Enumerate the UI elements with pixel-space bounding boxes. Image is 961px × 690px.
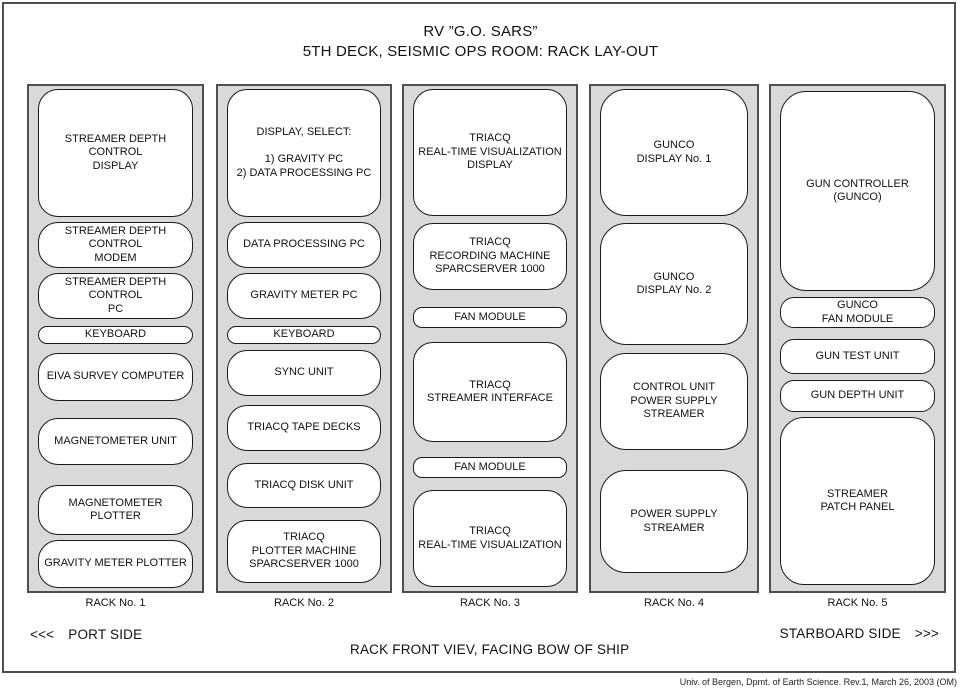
equipment-box-streamer-patch-panel: STREAMER PATCH PANEL bbox=[780, 417, 935, 585]
rack-panel-4: GUNCO DISPLAY No. 1 GUNCO DISPLAY No. 2 … bbox=[589, 84, 759, 593]
equipment-box-triacq-rt-visualization-display: TRIACQ REAL-TIME VISUALIZATION DISPLAY bbox=[413, 89, 567, 216]
equipment-box-fan-module-upper: FAN MODULE bbox=[413, 307, 567, 328]
port-text: PORT SIDE bbox=[68, 627, 143, 642]
rack-panel-1: STREAMER DEPTH CONTROL DISPLAY STREAMER … bbox=[27, 84, 204, 593]
rack-label-1: RACK No. 1 bbox=[85, 597, 146, 609]
equipment-box-keyboard-1: KEYBOARD bbox=[38, 326, 193, 344]
starboard-side-label: STARBOARD SIDE >>> bbox=[780, 626, 939, 641]
equipment-box-sync-unit: SYNC UNIT bbox=[227, 350, 381, 396]
equipment-box-gunco-display-1: GUNCO DISPLAY No. 1 bbox=[600, 89, 748, 216]
equipment-box-power-supply-streamer: POWER SUPPLY STREAMER bbox=[600, 470, 748, 573]
equipment-box-gunco-display-2: GUNCO DISPLAY No. 2 bbox=[600, 223, 748, 345]
equipment-box-magnetometer-plotter: MAGNETOMETER PLOTTER bbox=[38, 485, 193, 535]
equipment-box-gun-test-unit: GUN TEST UNIT bbox=[780, 339, 935, 374]
starboard-text: STARBOARD SIDE bbox=[779, 626, 901, 641]
port-side-label: <<< PORT SIDE bbox=[30, 627, 142, 642]
title-line-ship-name: RV ”G.O. SARS” bbox=[423, 23, 538, 40]
credit-line: Univ. of Bergen, Dpmt. of Earth Science.… bbox=[679, 677, 957, 687]
port-arrows: <<< bbox=[30, 627, 55, 642]
view-caption: RACK FRONT VIEV, FACING BOW OF SHIP bbox=[350, 642, 630, 657]
title-line-deck-room: 5TH DECK, SEISMIC OPS ROOM: RACK LAY-OUT bbox=[302, 43, 659, 60]
equipment-box-control-unit-power-supply-streamer: CONTROL UNIT POWER SUPPLY STREAMER bbox=[600, 353, 748, 450]
equipment-box-streamer-depth-control-modem: STREAMER DEPTH CONTROL MODEM bbox=[38, 222, 193, 268]
diagram-title: RV ”G.O. SARS” 5TH DECK, SEISMIC OPS ROO… bbox=[0, 22, 961, 62]
equipment-box-gunco-fan-module: GUNCO FAN MODULE bbox=[780, 297, 935, 328]
starboard-arrows: >>> bbox=[914, 626, 939, 641]
rack-panel-5: GUN CONTROLLER (GUNCO) GUNCO FAN MODULE … bbox=[769, 84, 946, 593]
equipment-box-keyboard-2: KEYBOARD bbox=[227, 326, 381, 344]
equipment-box-gravity-meter-pc: GRAVITY METER PC bbox=[227, 273, 381, 319]
rack-panel-3: TRIACQ REAL-TIME VISUALIZATION DISPLAY T… bbox=[402, 84, 578, 593]
equipment-box-streamer-depth-control-display: STREAMER DEPTH CONTROL DISPLAY bbox=[38, 89, 193, 217]
equipment-box-triacq-disk-unit: TRIACQ DISK UNIT bbox=[227, 463, 381, 508]
equipment-box-triacq-streamer-interface: TRIACQ STREAMER INTERFACE bbox=[413, 342, 567, 442]
equipment-box-gun-controller-gunco: GUN CONTROLLER (GUNCO) bbox=[780, 91, 935, 291]
rack-label-5: RACK No. 5 bbox=[827, 597, 888, 609]
equipment-box-eiva-survey-computer: EIVA SURVEY COMPUTER bbox=[38, 353, 193, 401]
equipment-box-display-select: DISPLAY, SELECT: 1) GRAVITY PC 2) DATA P… bbox=[227, 89, 381, 217]
rack-label-4: RACK No. 4 bbox=[644, 597, 704, 609]
equipment-box-fan-module-lower: FAN MODULE bbox=[413, 457, 567, 478]
equipment-box-gun-depth-unit: GUN DEPTH UNIT bbox=[780, 380, 935, 412]
equipment-box-triacq-plotter-machine: TRIACQ PLOTTER MACHINE SPARCSERVER 1000 bbox=[227, 520, 381, 583]
equipment-box-streamer-depth-control-pc: STREAMER DEPTH CONTROL PC bbox=[38, 273, 193, 319]
equipment-box-gravity-meter-plotter: GRAVITY METER PLOTTER bbox=[38, 540, 193, 588]
rack-label-3: RACK No. 3 bbox=[460, 597, 520, 609]
equipment-box-triacq-recording-machine: TRIACQ RECORDING MACHINE SPARCSERVER 100… bbox=[413, 223, 567, 290]
equipment-box-triacq-tape-decks: TRIACQ TAPE DECKS bbox=[227, 405, 381, 451]
equipment-box-magnetometer-unit: MAGNETOMETER UNIT bbox=[38, 418, 193, 465]
equipment-box-data-processing-pc: DATA PROCESSING PC bbox=[227, 222, 381, 268]
rack-panel-2: DISPLAY, SELECT: 1) GRAVITY PC 2) DATA P… bbox=[216, 84, 392, 593]
equipment-box-triacq-rt-visualization: TRIACQ REAL-TIME VISUALIZATION bbox=[413, 490, 567, 587]
rack-label-2: RACK No. 2 bbox=[274, 597, 334, 609]
